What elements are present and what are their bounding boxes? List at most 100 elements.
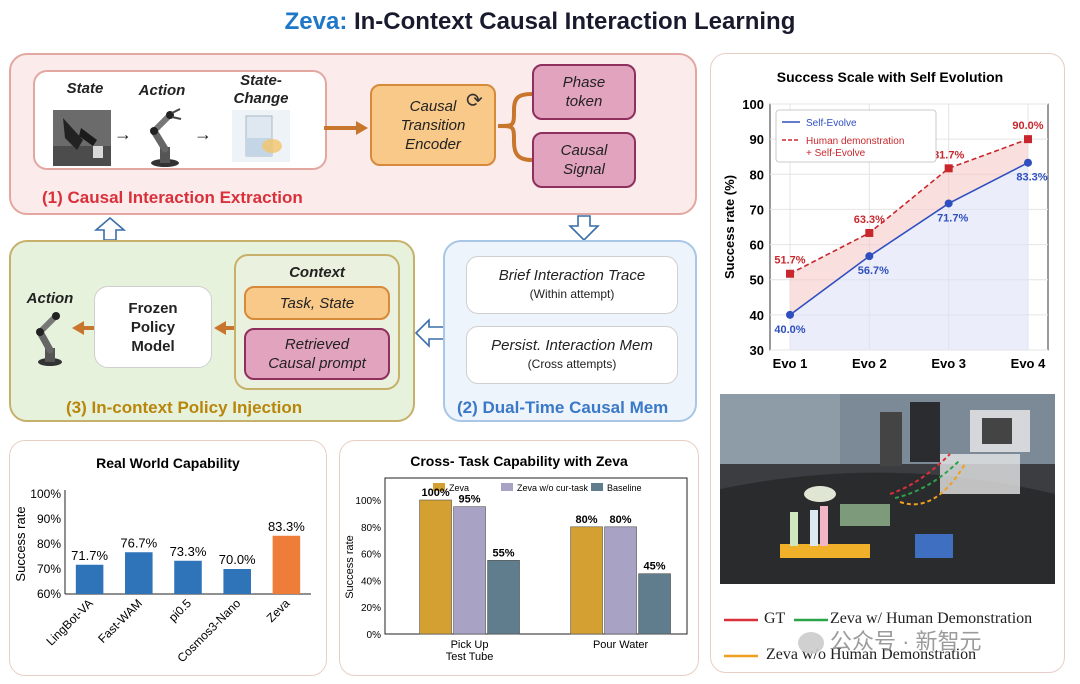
- data-label: 71.7%: [937, 212, 968, 224]
- bar: [570, 526, 603, 635]
- plot-frame: [384, 477, 688, 635]
- cross-task-bar-chart: Cross- Task Capability with ZevaSuccess …: [344, 453, 688, 663]
- title-rest: In-Context Causal Interaction Learning: [347, 8, 796, 35]
- data-label: 73.3%: [170, 544, 207, 559]
- bar: [125, 552, 153, 594]
- nohuman-line-icon: [724, 654, 758, 658]
- data-point: [865, 228, 874, 237]
- title-brand: Zeva:: [284, 8, 348, 35]
- chart-title: Cross- Task Capability with Zeva: [410, 453, 628, 469]
- x-tick-label: Fast-WAM: [95, 596, 145, 646]
- y-tick-label: 80%: [361, 523, 381, 534]
- y-tick-label: 50: [750, 273, 764, 288]
- action-label-top: Action: [138, 82, 186, 99]
- context-label: Context: [289, 264, 345, 281]
- data-point: [1024, 135, 1032, 144]
- y-tick-label: 100: [742, 97, 764, 112]
- bar: [223, 569, 251, 594]
- area-fill: [790, 139, 1028, 315]
- state-change-label: State- Change: [233, 72, 289, 107]
- section-1-title: (1) Causal Interaction Extraction: [42, 188, 303, 207]
- data-label: 56.7%: [858, 265, 889, 277]
- watermark-text: 公众号 · 新智元: [830, 629, 982, 654]
- data-label: 63.3%: [854, 214, 885, 226]
- x-tick-label: LingBot-VA: [44, 596, 96, 648]
- phase-token-box: Phase token: [532, 64, 636, 120]
- y-tick-label: 60%: [361, 550, 381, 561]
- persist-mem-title: Persist. Interaction Mem: [491, 337, 653, 354]
- x-tick-label: Zeva: [264, 596, 293, 625]
- x-tick-label: pi0.5: [166, 596, 195, 625]
- bar: [174, 560, 202, 594]
- state-label: State: [66, 80, 104, 97]
- y-tick-label: 90: [750, 132, 764, 147]
- beaker-photo-icon: [232, 110, 290, 162]
- y-tick-label: 80: [750, 167, 764, 182]
- section-3-title: (3) In-context Policy Injection: [66, 398, 303, 417]
- bar: [487, 560, 520, 635]
- robot-arm-icon: [36, 312, 62, 366]
- up-arrow-icon: [94, 216, 126, 241]
- x-tick-label: Evo 4: [1011, 356, 1046, 371]
- encoder-arrow-icon: [324, 121, 368, 135]
- bar: [604, 526, 637, 635]
- legend-label: Zeva: [449, 483, 469, 493]
- chart-title: Real World Capability: [96, 455, 240, 471]
- causal-signal-box: Causal Signal: [532, 132, 636, 188]
- series-line: [789, 161, 1029, 316]
- y-tick-label: 40%: [361, 576, 381, 587]
- x-tick-label: Pour Water: [593, 639, 649, 651]
- bar: [638, 573, 671, 635]
- y-tick-label: 100%: [355, 496, 381, 507]
- data-label: 80%: [576, 514, 598, 526]
- y-tick-label: 90%: [37, 512, 61, 526]
- brace-icon: [497, 92, 533, 162]
- bar: [453, 506, 486, 635]
- data-label: 95%: [459, 494, 481, 506]
- data-label: 55%: [493, 547, 515, 559]
- legend-human: Zeva w/ Human Demonstration: [830, 610, 1033, 627]
- data-label: 51.7%: [774, 255, 805, 267]
- data-label: 45%: [644, 561, 666, 573]
- y-tick-label: 80%: [37, 537, 61, 551]
- data-point: [944, 164, 953, 173]
- x-tick-label: Evo 2: [852, 356, 887, 371]
- data-label: 71.7%: [71, 548, 108, 563]
- persist-mem-sub: (Cross attempts): [527, 357, 617, 371]
- y-tick-label: 100%: [30, 487, 61, 501]
- retrieved-prompt-box: Retrieved Causal prompt: [244, 328, 390, 380]
- action-arrow-icon: [72, 321, 96, 335]
- robot-arm-icon: [150, 108, 182, 167]
- legend-label: Self-Evolve: [806, 118, 857, 129]
- brief-trace-sub: (Within attempt): [529, 287, 615, 301]
- y-tick-label: 40: [750, 308, 764, 323]
- data-label: 40.0%: [774, 324, 805, 336]
- area-fill: [790, 162, 1028, 350]
- data-point: [786, 310, 794, 319]
- down-arrow-icon: [568, 215, 600, 242]
- y-tick-label: 0%: [367, 630, 382, 641]
- legend-label: Zeva w/o cur-task: [517, 483, 589, 493]
- y-axis-label: Success rate: [344, 535, 356, 599]
- brief-trace-box: Brief Interaction Trace (Within attempt): [466, 256, 678, 314]
- y-tick-label: 70%: [37, 562, 61, 576]
- y-tick-label: 20%: [361, 603, 381, 614]
- data-label: 76.7%: [120, 535, 157, 550]
- cross-task-chart-panel: [339, 440, 699, 676]
- arrow-right-icon: →: [114, 124, 132, 144]
- legend-label: Human demonstration+ Self-Evolve: [806, 136, 904, 159]
- page-title: Zeva: In-Context Causal Interaction Lear…: [0, 8, 1080, 36]
- data-label: 80%: [610, 514, 632, 526]
- human-line-icon: [794, 618, 828, 622]
- legend-label: Baseline: [607, 483, 642, 493]
- y-tick-label: 60: [750, 238, 764, 253]
- context-arrow-icon: [214, 321, 236, 335]
- gt-line-icon: [724, 618, 758, 622]
- y-tick-label: 30: [750, 343, 764, 358]
- bar: [75, 564, 104, 594]
- cycle-icon: ⟳: [466, 90, 483, 112]
- section-2-title: (2) Dual-Time Causal Mem: [457, 398, 669, 417]
- frozen-policy-box: Frozen Policy Model: [94, 286, 212, 368]
